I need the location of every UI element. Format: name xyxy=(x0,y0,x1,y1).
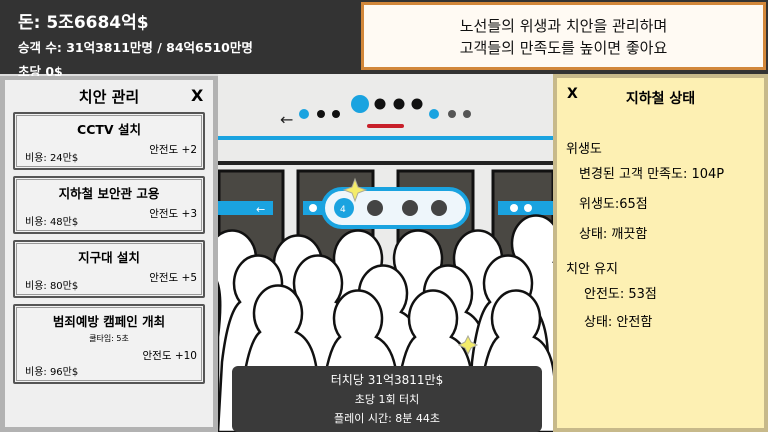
subway-scene[interactable]: ← ← 4 터치당 31억3811만$ 초당 1회 터치 플레이 시간: 8분 … xyxy=(218,74,555,432)
hygiene-value: 위생도:65점 xyxy=(579,197,648,212)
upgrade-effect: 안전도 +2 xyxy=(149,144,197,156)
upgrade-effect: 안전도 +5 xyxy=(149,272,197,284)
upgrade-name: CCTV 설치 xyxy=(77,122,141,137)
passenger-count: 승객 수: 31억3811만명 / 84억6510만명 xyxy=(18,40,253,55)
satisfaction-value: 변경된 고객 만족도: 104P xyxy=(579,167,725,182)
svg-text:←: ← xyxy=(280,110,293,129)
current-station-marker xyxy=(367,124,404,128)
upgrade-name: 지하철 보안관 고용 xyxy=(58,186,160,201)
upgrade-name: 범죄예방 캠페인 개최 xyxy=(52,314,166,329)
status-panel: X 지하철 상태 위생도 변경된 고객 만족도: 104P 위생도:65점 상태… xyxy=(553,74,768,432)
svg-text:←: ← xyxy=(256,203,265,216)
train-number: 4 xyxy=(340,205,346,215)
touch-rate: 초당 1회 터치 xyxy=(354,393,420,406)
upgrade-cost: 비용: 96만$ xyxy=(25,367,79,378)
security-panel-title: 치안 관리 xyxy=(78,88,140,106)
upgrade-cctv[interactable]: CCTV 설치 안전도 +2 비용: 24만$ xyxy=(13,112,205,170)
status-panel-title: 지하철 상태 xyxy=(625,91,696,107)
safety-value: 안전도: 53점 xyxy=(584,287,657,302)
hygiene-header: 위생도 xyxy=(566,142,602,157)
sparkle-icon xyxy=(457,334,479,356)
income-hud: 터치당 31억3811만$ 초당 1회 터치 플레이 시간: 8분 44초 xyxy=(232,366,542,432)
upgrade-cost: 비용: 24만$ xyxy=(25,153,79,164)
upgrade-cooldown: 쿨타임: 5초 xyxy=(89,334,129,343)
security-header: 치안 유지 xyxy=(566,262,618,277)
safety-state: 상태: 안전함 xyxy=(584,315,653,330)
upgrade-police-box[interactable]: 지구대 설치 안전도 +5 비용: 80만$ xyxy=(13,240,205,298)
upgrade-effect: 안전도 +10 xyxy=(142,350,197,362)
hint-banner: 노선들의 위생과 치안을 관리하며 고객들의 만족도를 높이면 좋아요 xyxy=(361,2,766,70)
top-bar: 돈: 5조6684억$ 승객 수: 31억3811만명 / 84억6510만명 … xyxy=(0,0,768,79)
upgrade-cost: 비용: 48만$ xyxy=(25,217,79,228)
close-icon[interactable]: X xyxy=(191,86,204,105)
hint-line-2: 고객들의 만족도를 높이면 좋아요 xyxy=(459,39,668,57)
per-touch-income: 터치당 31억3811만$ xyxy=(330,373,444,387)
route-indicator: ← xyxy=(280,95,471,129)
upgrade-security-guard[interactable]: 지하철 보안관 고용 안전도 +3 비용: 48만$ xyxy=(13,176,205,234)
stats: 돈: 5조6684억$ 승객 수: 31억3811만명 / 84억6510만명 … xyxy=(18,8,253,80)
income-per-second: 초당 0$ xyxy=(18,64,63,79)
upgrade-name: 지구대 설치 xyxy=(78,250,140,265)
upgrade-effect: 안전도 +3 xyxy=(149,208,197,220)
hint-line-1: 노선들의 위생과 치안을 관리하며 xyxy=(459,17,668,35)
security-panel: 치안 관리 X CCTV 설치 안전도 +2 비용: 24만$ 지하철 보안관 … xyxy=(0,76,218,432)
upgrade-cost: 비용: 80만$ xyxy=(25,281,79,292)
money-label: 돈: 5조6684억$ xyxy=(18,13,149,33)
hygiene-state: 상태: 깨끗함 xyxy=(579,227,648,242)
play-time: 플레이 시간: 8분 44초 xyxy=(333,412,441,425)
upgrade-crime-campaign[interactable]: 범죄예방 캠페인 개최 쿨타임: 5초 안전도 +10 비용: 96만$ xyxy=(13,304,205,384)
close-icon[interactable]: X xyxy=(567,86,578,102)
sparkle-icon xyxy=(342,177,368,203)
